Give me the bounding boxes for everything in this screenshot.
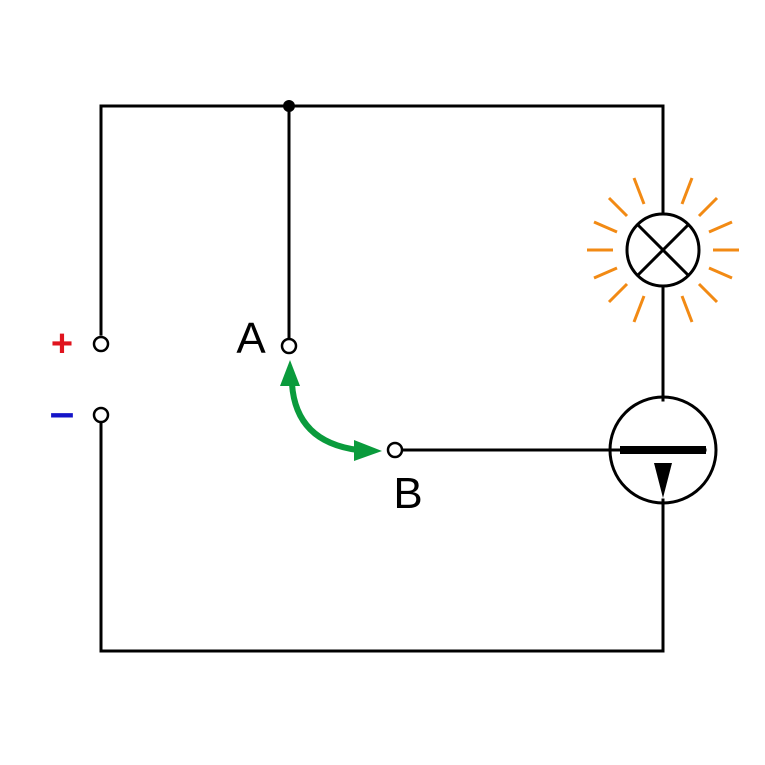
switch-arrow-icon (280, 360, 382, 461)
wires (99, 100, 707, 653)
positive-label: + (51, 323, 73, 365)
contact-b (386, 441, 404, 459)
contact-b-label: B (393, 469, 422, 518)
contact-a (280, 337, 298, 355)
negative-label: – (50, 388, 74, 437)
switch: A B (236, 314, 422, 518)
lamp-glow-rays (587, 177, 739, 323)
transistor-emitter-arrow (654, 463, 672, 498)
wire-top (99, 104, 665, 336)
power-terminals: + – (50, 323, 110, 437)
transistor-body (608, 395, 718, 505)
wire-bottom (99, 421, 665, 653)
contact-a-label: A (236, 314, 266, 363)
positive-terminal (92, 335, 110, 353)
negative-terminal (92, 406, 110, 424)
transistor-icon (608, 395, 718, 505)
junction-dot (283, 100, 295, 112)
lamp-icon (587, 177, 739, 323)
